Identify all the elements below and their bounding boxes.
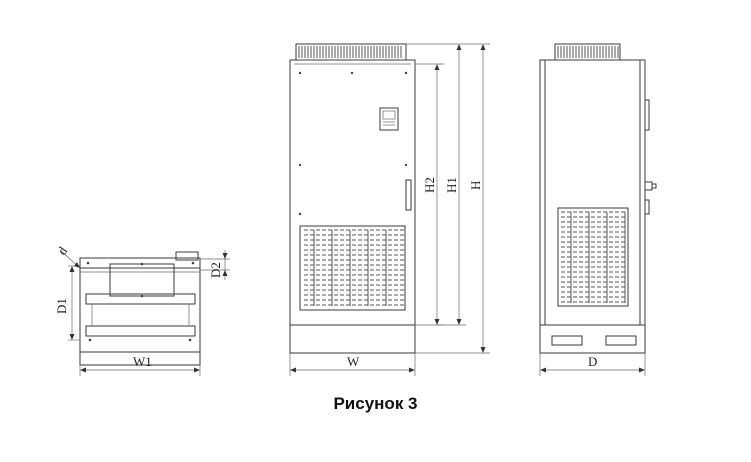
- dimension-d-label: d: [54, 243, 70, 257]
- side-view: D: [539, 43, 657, 376]
- front-view: W H2 H1 H: [289, 43, 490, 376]
- dimension-d1-label: D1: [54, 298, 69, 314]
- dimension-w1-label: W1: [133, 354, 152, 369]
- dimension-w-label: W: [347, 354, 360, 369]
- bottom-view: W1 D1 D2 d: [54, 243, 230, 376]
- dimension-d2-label: D2: [208, 262, 223, 278]
- dimension-h1-label: H1: [444, 177, 459, 193]
- dimension-h2-label: H2: [422, 177, 437, 193]
- dimension-depth-label: D: [588, 354, 597, 369]
- dimension-h-label: H: [468, 181, 483, 190]
- figure-caption: Рисунок 3: [333, 394, 418, 413]
